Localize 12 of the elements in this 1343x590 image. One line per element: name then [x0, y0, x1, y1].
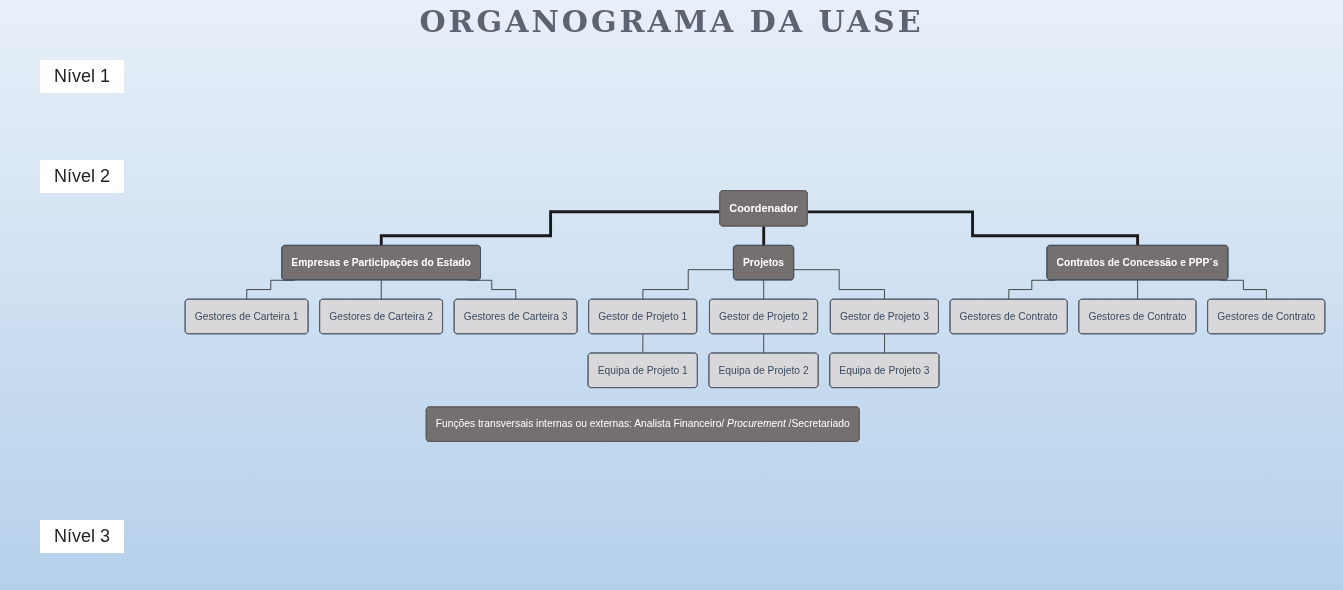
connector — [1137, 279, 1139, 300]
connector — [884, 333, 886, 354]
level-label: Nível 1 — [40, 60, 125, 93]
diagram-title: ORGANOGRAMA DA UASE — [418, 4, 925, 39]
connector — [380, 279, 382, 300]
level-label: Nível 2 — [40, 160, 125, 193]
level-label: Nível 3 — [40, 520, 125, 553]
connector — [642, 333, 644, 354]
connector — [642, 269, 735, 300]
connector — [763, 279, 765, 300]
connector — [793, 269, 886, 300]
connector — [763, 333, 765, 354]
